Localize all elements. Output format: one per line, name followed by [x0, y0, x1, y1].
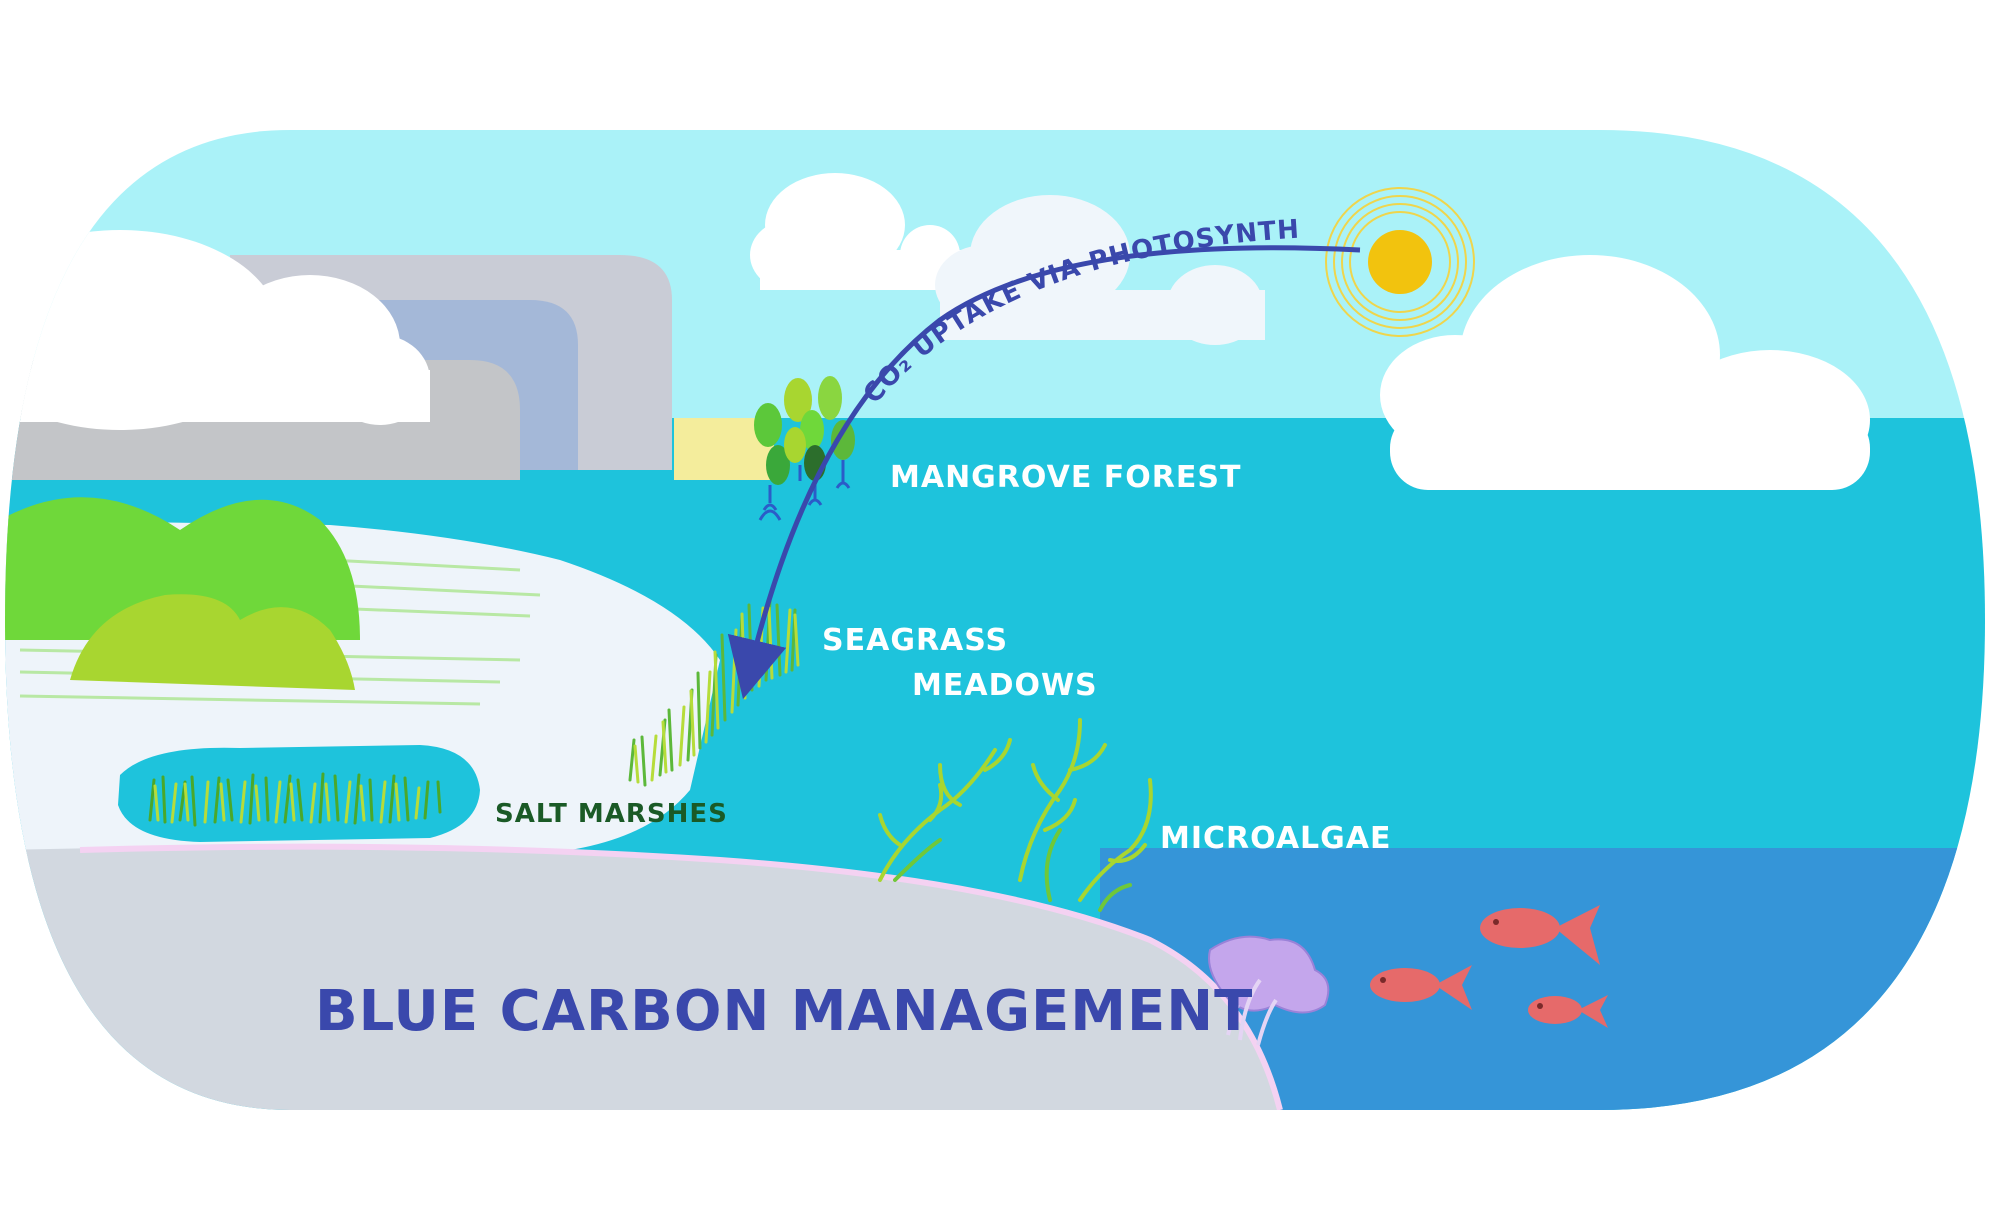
- fish-3: [1528, 995, 1608, 1028]
- salt-marshes-label: SALT MARSHES: [495, 799, 728, 829]
- shore: [5, 845, 1280, 1110]
- seagrass-label-line2: MEADOWS: [912, 668, 1098, 703]
- sun: [1325, 187, 1475, 337]
- photosynthesis-arrow: [727, 245, 1361, 700]
- fish-2: [1370, 965, 1472, 1010]
- mangrove-trees: [754, 376, 855, 521]
- fish-1: [1480, 905, 1600, 965]
- coral: [1208, 935, 1330, 1046]
- page-title: BLUE CARBON MANAGEMENT: [315, 979, 1253, 1044]
- shore-edge: [79, 843, 1283, 1110]
- microalgae-label: MICROALGAE: [1160, 821, 1392, 856]
- salt-marsh-pond: [118, 745, 480, 842]
- seagrass-label-line1: SEAGRASS: [822, 623, 1008, 658]
- green-hills: [5, 497, 360, 690]
- microalgae-plants: [878, 718, 1153, 912]
- fish: [1370, 905, 1608, 1028]
- mangrove-label: MANGROVE FOREST: [890, 460, 1241, 495]
- cloud-right: [1380, 255, 1870, 490]
